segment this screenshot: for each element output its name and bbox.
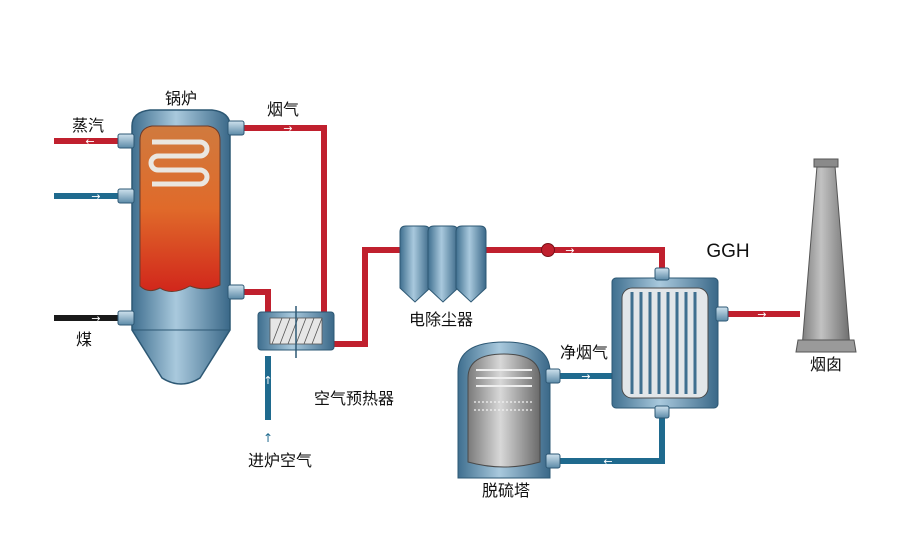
chimney-base <box>795 339 857 353</box>
boiler-flue-nozzle <box>227 120 245 136</box>
chimney-stack <box>801 165 851 349</box>
label-flue-gas: 烟气 <box>267 100 299 119</box>
ggh-top-nozzle <box>654 267 670 281</box>
esp-hopper-2 <box>427 225 459 303</box>
tower-lower-nozzle <box>545 453 561 469</box>
flow-arrows: ← → → → → → → ← ↑ ↑ <box>85 122 766 468</box>
label-ggh: GGH <box>706 241 749 262</box>
induced-draft-fan <box>541 243 555 257</box>
label-boiler: 锅炉 <box>165 89 197 108</box>
electrostatic-precipitator <box>399 225 487 303</box>
boiler-coal-nozzle <box>117 310 135 326</box>
arrow-ggh-outlet: → <box>757 308 766 321</box>
arrow-coal: → <box>91 312 100 325</box>
flue-gas-pipe-preheater-to-esp <box>330 247 402 347</box>
label-chimney: 烟囱 <box>810 355 842 374</box>
label-air-preheater: 空气预热器 <box>314 389 394 408</box>
arrow-water: → <box>91 190 100 203</box>
chimney-top <box>813 158 839 168</box>
tower-upper-nozzle <box>545 368 561 384</box>
esp-hopper-3 <box>455 225 487 303</box>
tower-packing <box>474 401 534 411</box>
arrow-esp-outlet: → <box>565 244 574 257</box>
arrow-air-up: ↑ <box>263 374 272 387</box>
ggh-tubes <box>630 292 697 394</box>
arrow-steam: ← <box>85 135 94 148</box>
label-clean-flue-gas: 净烟气 <box>560 343 608 362</box>
arrow-flue-gas: → <box>283 122 292 135</box>
flue-gas-pipe-boiler-to-preheater <box>236 125 327 315</box>
label-furnace-air: 进炉空气 <box>248 451 312 470</box>
ggh-bottom-nozzle <box>654 405 670 419</box>
label-coal: 煤 <box>76 330 92 349</box>
tower-spray-layers <box>476 369 532 387</box>
air-preheater <box>257 306 335 358</box>
label-desulfurization-tower: 脱硫塔 <box>482 481 530 500</box>
arrow-air-inlet: ↑ <box>263 431 273 445</box>
hot-air-pipe <box>236 289 271 312</box>
boiler-furnace <box>139 125 221 292</box>
boiler-steam-nozzle <box>117 133 135 149</box>
return-flue-gas-pipe <box>555 408 665 464</box>
arrow-clean-gas: → <box>581 370 590 383</box>
desulfurization-tower <box>457 341 561 479</box>
boiler-water-nozzle <box>117 188 135 204</box>
label-steam: 蒸汽 <box>72 116 104 135</box>
superheater-coil <box>148 139 210 187</box>
ggh-right-nozzle <box>715 306 729 322</box>
chimney <box>795 158 857 353</box>
esp-hopper-1 <box>399 225 431 303</box>
ggh <box>611 267 729 419</box>
arrow-return-gas: ← <box>603 455 612 468</box>
labels: 锅炉 蒸汽 烟气 煤 空气预热器 进炉空气 电除尘器 GGH 净烟气 脱硫塔 烟… <box>72 89 842 500</box>
boiler-air-nozzle <box>227 284 245 300</box>
boiler <box>117 109 245 385</box>
label-esp: 电除尘器 <box>409 310 473 329</box>
